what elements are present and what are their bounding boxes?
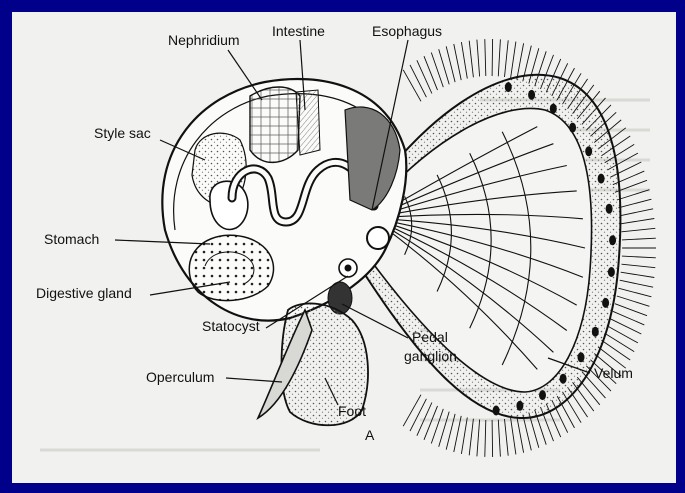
cilium [620,209,653,216]
digestive-gland-organ [189,235,273,300]
cilium [622,264,656,268]
cilium [492,420,493,457]
nephridium-organ [250,87,300,162]
cilium [511,418,516,455]
cilium [469,41,473,78]
velum-spot [560,374,567,384]
label-operculum: Operculum [146,369,214,385]
cilium [517,43,524,79]
cilium [485,420,486,457]
velum-spot [505,82,512,92]
cilium [517,417,524,453]
cilium [505,40,509,77]
velum-spot [516,401,523,411]
cilium [602,340,631,360]
cilium [485,39,486,76]
cilium [498,420,500,457]
velum-spot [585,146,592,156]
cilium [605,333,635,351]
cilium [492,39,493,76]
intestine-strip [296,90,320,155]
label-velum: Velum [594,365,633,381]
cilium [610,319,641,334]
cilium [410,399,426,431]
cilium [410,65,426,97]
label-intestine: Intestine [272,23,325,39]
velum-spot [592,327,599,337]
label-nephridium: Nephridium [168,32,240,48]
cilium [617,296,650,306]
panel-letter: A [365,427,375,443]
cilium [424,56,438,90]
velum-spot [550,104,557,114]
velum-base-ring [367,227,389,249]
label-ganglion: ganglion [404,348,457,364]
cilium [618,199,651,208]
cilium [498,39,500,76]
cilium [511,42,516,79]
cilium [618,288,651,297]
label-pedal: Pedal [412,329,448,345]
cilium [403,395,421,427]
label-stomach: Stomach [44,231,99,247]
cilium [621,219,655,224]
velum-spot [528,90,535,100]
cilium [477,40,480,77]
cilium [505,419,509,456]
velum-spot [598,174,605,184]
label-style-sac: Style sac [94,125,151,141]
velum-spot [602,298,609,308]
velum-spot [493,406,500,416]
velum-spot [569,123,576,133]
label-digestive-gland: Digestive gland [36,285,132,301]
cilium [424,406,438,440]
label-esophagus: Esophagus [372,23,442,39]
cilium [461,42,467,78]
cilium [608,326,638,343]
label-foot: Foot [338,403,366,419]
cilium [622,256,656,258]
cilium [417,60,432,93]
velum-spot [608,267,615,277]
statolith [345,265,352,272]
cilium [469,419,473,456]
velum-spot [606,204,613,214]
velum-spot [539,390,546,400]
cilium [477,420,480,457]
cilium [620,280,653,287]
velum-spot [609,235,616,245]
label-statocyst: Statocyst [202,318,260,334]
velum-spot [578,352,585,362]
cilium [622,228,656,232]
cilium [446,46,455,82]
cilium [403,70,421,102]
cilium [621,272,655,277]
cilium [454,44,461,80]
cilium [622,238,656,240]
cilium [461,418,467,454]
